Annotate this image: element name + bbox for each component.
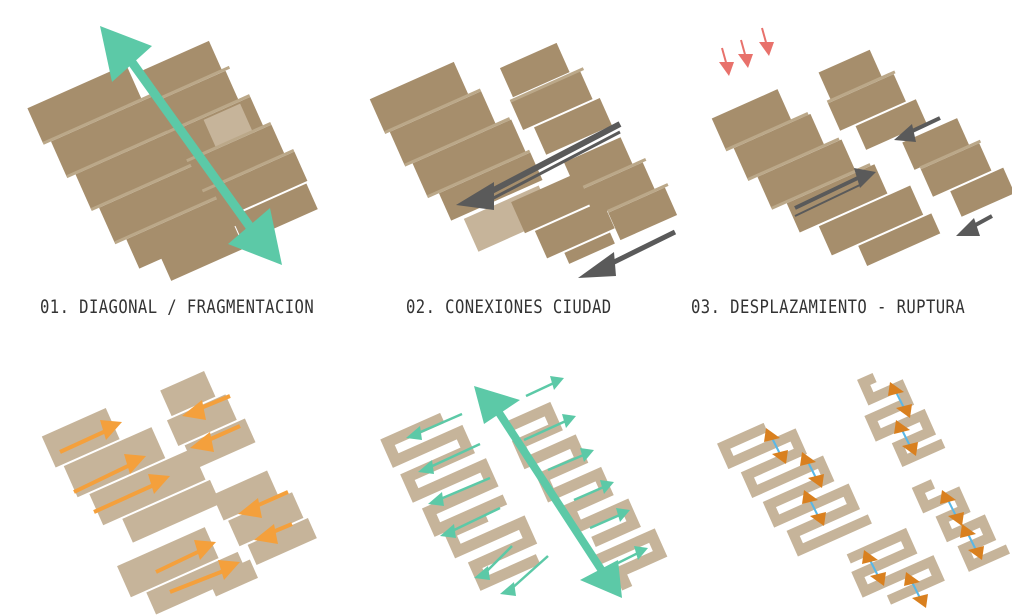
panel-03-grey-line-left-2 xyxy=(794,183,863,217)
panel-03-grey-line-left xyxy=(794,174,863,210)
panel-02-right-blocks xyxy=(499,42,612,155)
panel-01-bottom-block xyxy=(157,217,245,281)
panel-05-flows xyxy=(380,376,668,598)
panel-03-red-arrows xyxy=(719,27,774,76)
panel-02-grey-arrow-upper xyxy=(484,121,622,197)
panel-06-double-arrows xyxy=(717,372,1010,608)
caption-01: 01. DIAGONAL / FRAGMENTACION xyxy=(40,296,315,318)
panel-06-double-arrows-group xyxy=(764,382,984,608)
panel-02-grey-arrow-lower-head xyxy=(578,252,616,278)
panel-03-grey-head-left xyxy=(854,168,876,188)
panel-02-bottom-blocks xyxy=(463,172,615,264)
panel-02-conexiones-ciudad xyxy=(369,42,678,278)
panel-04-orange-connections xyxy=(41,371,317,615)
panel-05-diagonal-arrow xyxy=(488,399,612,583)
panel-01-arrow-head-top xyxy=(100,26,152,82)
panel-03-right-blocks xyxy=(818,49,1012,217)
panel-03-grey-head-right-bottom xyxy=(956,218,980,236)
panel-01-diagonal-fragmentacion xyxy=(27,26,318,281)
panel-01-diagonal-arrow xyxy=(112,37,272,255)
panel-06-comb-blocks xyxy=(717,372,1010,605)
panel-05-teal-small-arrows xyxy=(406,376,648,596)
panel-02-grey-arrow-upper-track xyxy=(485,130,621,204)
panel-04-orange-arrows xyxy=(59,394,293,594)
panel-05-arrow-head-bottom xyxy=(580,560,622,598)
panel-02-left-blocks xyxy=(369,61,543,221)
panel-03-left-blocks xyxy=(711,89,941,266)
panel-01-left-blocks xyxy=(27,64,245,269)
panel-03-grey-head-right-top xyxy=(894,124,916,142)
panel-05-comb-blocks xyxy=(380,401,668,591)
caption-03: 03. DESPLAZAMIENTO - RUPTURA xyxy=(691,296,966,318)
panel-03-desplazamiento-ruptura xyxy=(711,27,1012,266)
caption-02: 02. CONEXIONES CIUDAD xyxy=(406,296,612,318)
panel-01-arrow-head-bottom xyxy=(228,208,282,265)
panel-05-arrow-head-top xyxy=(474,386,520,424)
panel-02-grey-arrow-upper-head xyxy=(456,182,494,210)
panel-02-grey-arrow-lower xyxy=(604,229,677,269)
